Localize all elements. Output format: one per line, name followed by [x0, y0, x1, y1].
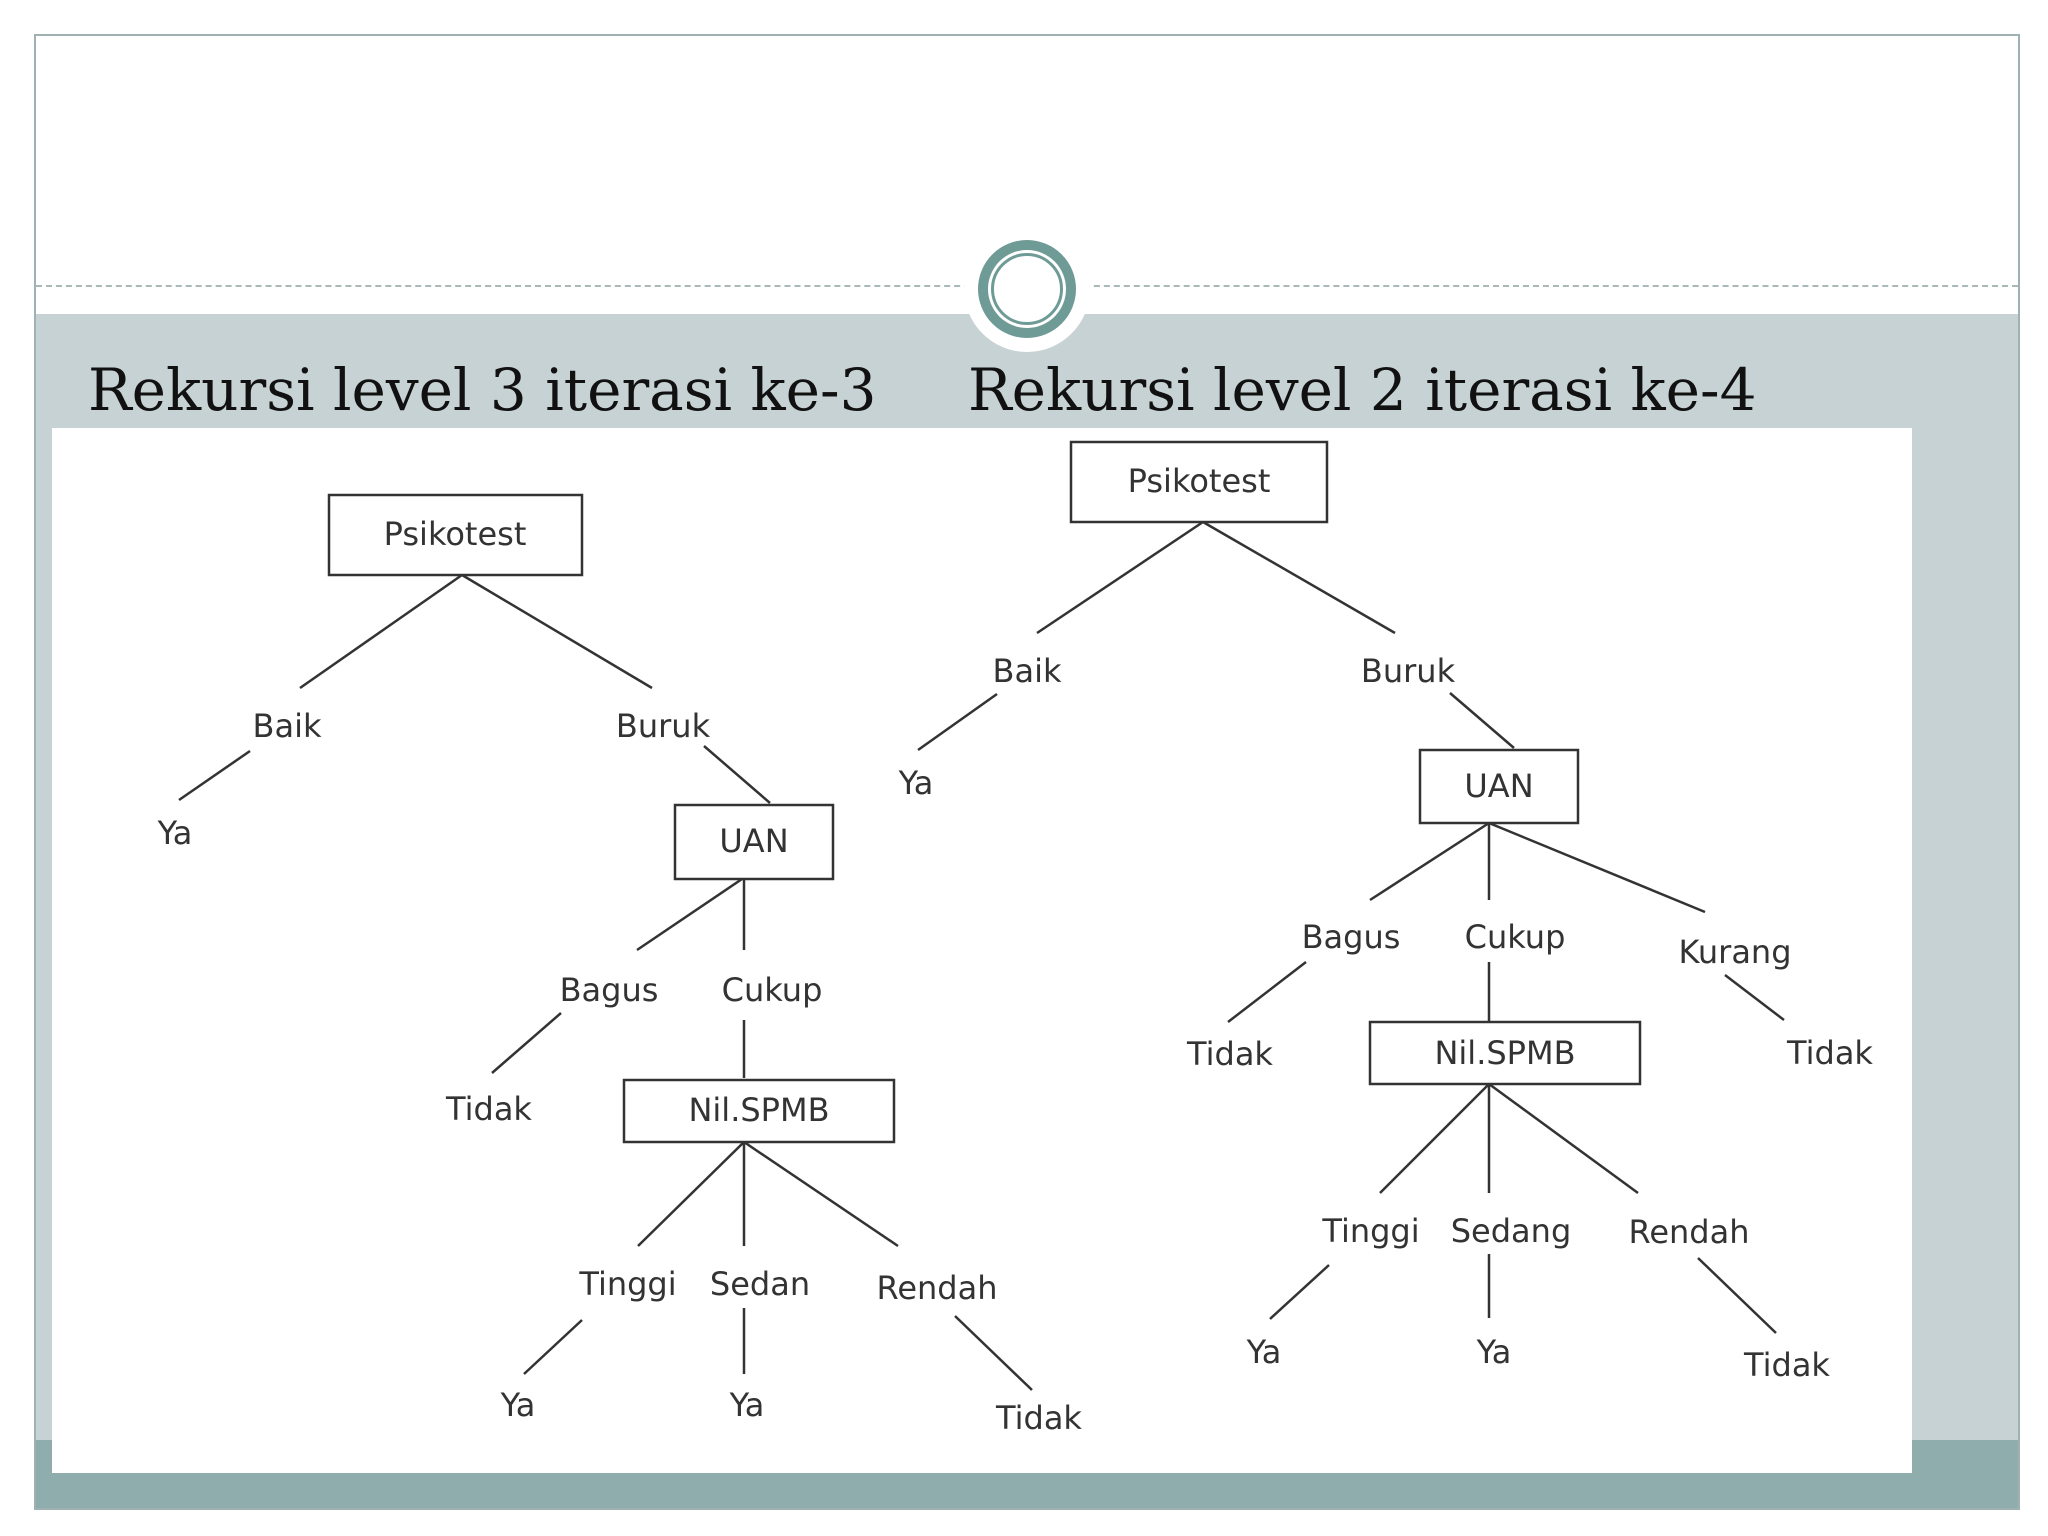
node-label-psikotest: Psikotest — [1128, 462, 1271, 500]
node-box-nil-spmb — [622, 1078, 896, 1144]
branch-label-kurang: Kurang — [1678, 933, 1791, 971]
edge — [954, 1315, 1033, 1391]
branch-label-rendah: Rendah — [877, 1269, 998, 1307]
node-box-psikotest — [1069, 440, 1329, 524]
node-box-uan — [673, 803, 835, 881]
decision-tree-right: Psikotest Baik Buruk Ya UAN Bagus Cukup … — [898, 440, 1873, 1384]
tree-right-edges — [917, 520, 1785, 1334]
leaf-label-ya: Ya — [157, 814, 193, 852]
edge — [1269, 1264, 1330, 1320]
edge — [1449, 692, 1515, 749]
edge — [299, 573, 463, 690]
edge — [1227, 961, 1307, 1023]
decision-tree-panel: Psikotest Baik Buruk Ya UAN Bagus Cukup … — [52, 428, 1912, 1473]
branch-label-tinggi: Tinggi — [578, 1265, 676, 1303]
edge — [636, 877, 743, 952]
decision-tree-left: Psikotest Baik Buruk Ya UAN Bagus Cukup … — [157, 493, 1082, 1437]
edge — [743, 1140, 899, 1248]
ornament-ring — [978, 240, 1076, 338]
branch-label-bagus: Bagus — [560, 971, 659, 1009]
branch-label-tinggi: Tinggi — [1321, 1212, 1419, 1250]
leaf-label-ya: Ya — [1246, 1333, 1282, 1371]
circle-ornament-icon — [964, 226, 1090, 352]
node-label-uan: UAN — [1464, 767, 1533, 805]
edge — [1379, 1083, 1490, 1194]
node-box-psikotest — [327, 493, 584, 577]
leaf-label-tidak: Tidak — [445, 1090, 532, 1128]
leaf-label-tidak: Tidak — [995, 1399, 1082, 1437]
edge — [461, 573, 653, 690]
ornament-core — [991, 253, 1063, 325]
node-box-nil-spmb — [1368, 1020, 1642, 1086]
edge — [178, 749, 251, 802]
node-label-uan: UAN — [719, 822, 788, 860]
ornament-inner — [988, 250, 1066, 328]
leaf-label-tidak: Tidak — [1186, 1035, 1273, 1073]
branch-label-sedan: Sedan — [710, 1265, 810, 1303]
branch-label-baik: Baik — [253, 707, 322, 745]
node-label-nil-spmb: Nil.SPMB — [1434, 1034, 1575, 1072]
branch-label-buruk: Buruk — [616, 707, 711, 745]
leaf-label-tidak: Tidak — [1743, 1346, 1830, 1384]
leaf-label-ya: Ya — [898, 764, 934, 802]
edge — [1697, 1257, 1777, 1334]
branch-label-baik: Baik — [993, 652, 1062, 690]
edge — [491, 1012, 562, 1074]
leaf-label-tidak: Tidak — [1786, 1034, 1873, 1072]
edge — [703, 745, 771, 804]
decision-trees: Psikotest Baik Buruk Ya UAN Bagus Cukup … — [157, 440, 1873, 1437]
edge — [523, 1319, 583, 1375]
node-label-psikotest: Psikotest — [384, 515, 527, 553]
edge — [1488, 821, 1706, 914]
leaf-label-ya: Ya — [729, 1386, 765, 1424]
node-box-uan — [1418, 748, 1580, 825]
node-label-nil-spmb: Nil.SPMB — [688, 1091, 829, 1129]
leaf-label-ya: Ya — [500, 1386, 536, 1424]
branch-label-buruk: Buruk — [1361, 652, 1456, 690]
slide-title-left: Rekursi level 3 iterasi ke-3 — [88, 356, 877, 424]
edge — [1202, 520, 1396, 635]
edge — [637, 1141, 745, 1247]
tree-left-edges — [178, 573, 1033, 1391]
edge — [1724, 974, 1785, 1021]
branch-label-rendah: Rendah — [1629, 1213, 1750, 1251]
branch-label-cukup: Cukup — [1465, 918, 1566, 956]
edge — [917, 692, 998, 752]
branch-label-cukup: Cukup — [722, 971, 823, 1009]
edge — [1488, 1082, 1639, 1195]
branch-label-sedang: Sedang — [1451, 1212, 1572, 1250]
edge — [1036, 520, 1204, 635]
edge — [1369, 821, 1490, 902]
slide-title-right: Rekursi level 2 iterasi ke-4 — [968, 356, 1757, 424]
branch-label-bagus: Bagus — [1302, 918, 1401, 956]
leaf-label-ya: Ya — [1476, 1333, 1512, 1371]
